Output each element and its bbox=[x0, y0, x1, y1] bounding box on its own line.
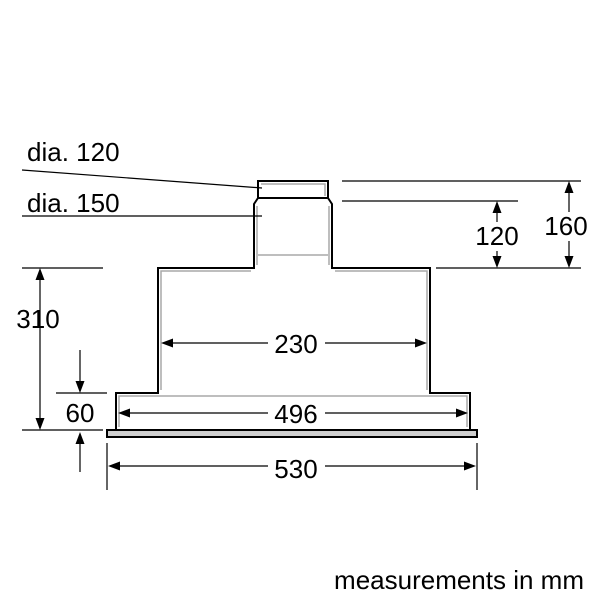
dimension-label: 230 bbox=[274, 329, 317, 359]
dimension-label: 160 bbox=[544, 211, 587, 241]
body-inner-lines bbox=[160, 270, 428, 390]
dimension-body-width: 230 bbox=[161, 329, 427, 359]
leader-upper-diameter bbox=[21, 169, 263, 189]
label-upper-diameter: dia. 120 bbox=[27, 137, 120, 167]
arrow-down-icon bbox=[75, 381, 85, 393]
dimension-label: 310 bbox=[16, 304, 59, 334]
arrow-up-icon bbox=[564, 181, 574, 193]
arrow-right-icon bbox=[464, 461, 476, 471]
dimension-flange-width: 496 bbox=[118, 399, 468, 429]
dimension-overall-width: 530 bbox=[106, 443, 478, 490]
hood-body bbox=[106, 180, 478, 438]
dimension-label: 530 bbox=[274, 454, 317, 484]
dimension-label: 120 bbox=[475, 221, 518, 251]
dimension-right-inner: 120 bbox=[475, 201, 519, 268]
dimension-flange-height: 60 bbox=[66, 350, 95, 472]
arrow-down-icon bbox=[492, 256, 502, 268]
label-lower-diameter: dia. 150 bbox=[27, 188, 120, 218]
arrow-up-icon bbox=[35, 268, 45, 280]
flange-inner-lines bbox=[118, 395, 468, 427]
arrow-down-icon bbox=[564, 256, 574, 268]
arrow-up-icon bbox=[492, 201, 502, 213]
arrow-left-icon bbox=[118, 408, 130, 418]
arrow-right-icon bbox=[456, 408, 468, 418]
dimension-label: 496 bbox=[274, 399, 317, 429]
dimension-label: 60 bbox=[66, 398, 95, 428]
duct-inner-lines bbox=[256, 183, 330, 265]
arrow-down-icon bbox=[35, 418, 45, 430]
dimension-left-height: 310 bbox=[16, 268, 60, 430]
units-note: measurements in mm bbox=[334, 565, 584, 595]
bottom-plate bbox=[106, 429, 478, 438]
dimension-right-outer: 160 bbox=[544, 181, 588, 268]
hood-silhouette bbox=[115, 180, 471, 431]
arrow-up-icon bbox=[75, 432, 85, 444]
arrow-left-icon bbox=[161, 338, 173, 348]
arrow-right-icon bbox=[415, 338, 427, 348]
arrow-left-icon bbox=[108, 461, 120, 471]
